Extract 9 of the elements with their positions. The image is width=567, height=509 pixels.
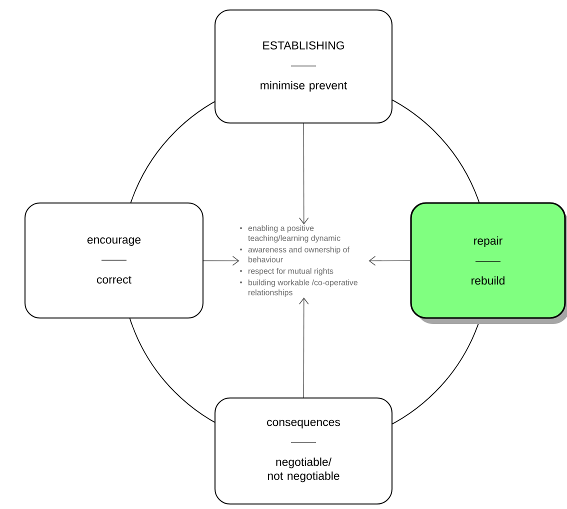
process-box: consequences negotiable/ not negotiable (214, 398, 392, 504)
arrow (299, 123, 309, 224)
arrow (368, 256, 411, 266)
text-list (240, 225, 358, 297)
arrow (203, 256, 240, 266)
process-box: encourage correct (24, 202, 204, 318)
process-box: repair rebuild (410, 202, 567, 324)
process-box: ESTABLISHING minimise prevent (214, 10, 392, 124)
arrow (299, 298, 309, 398)
